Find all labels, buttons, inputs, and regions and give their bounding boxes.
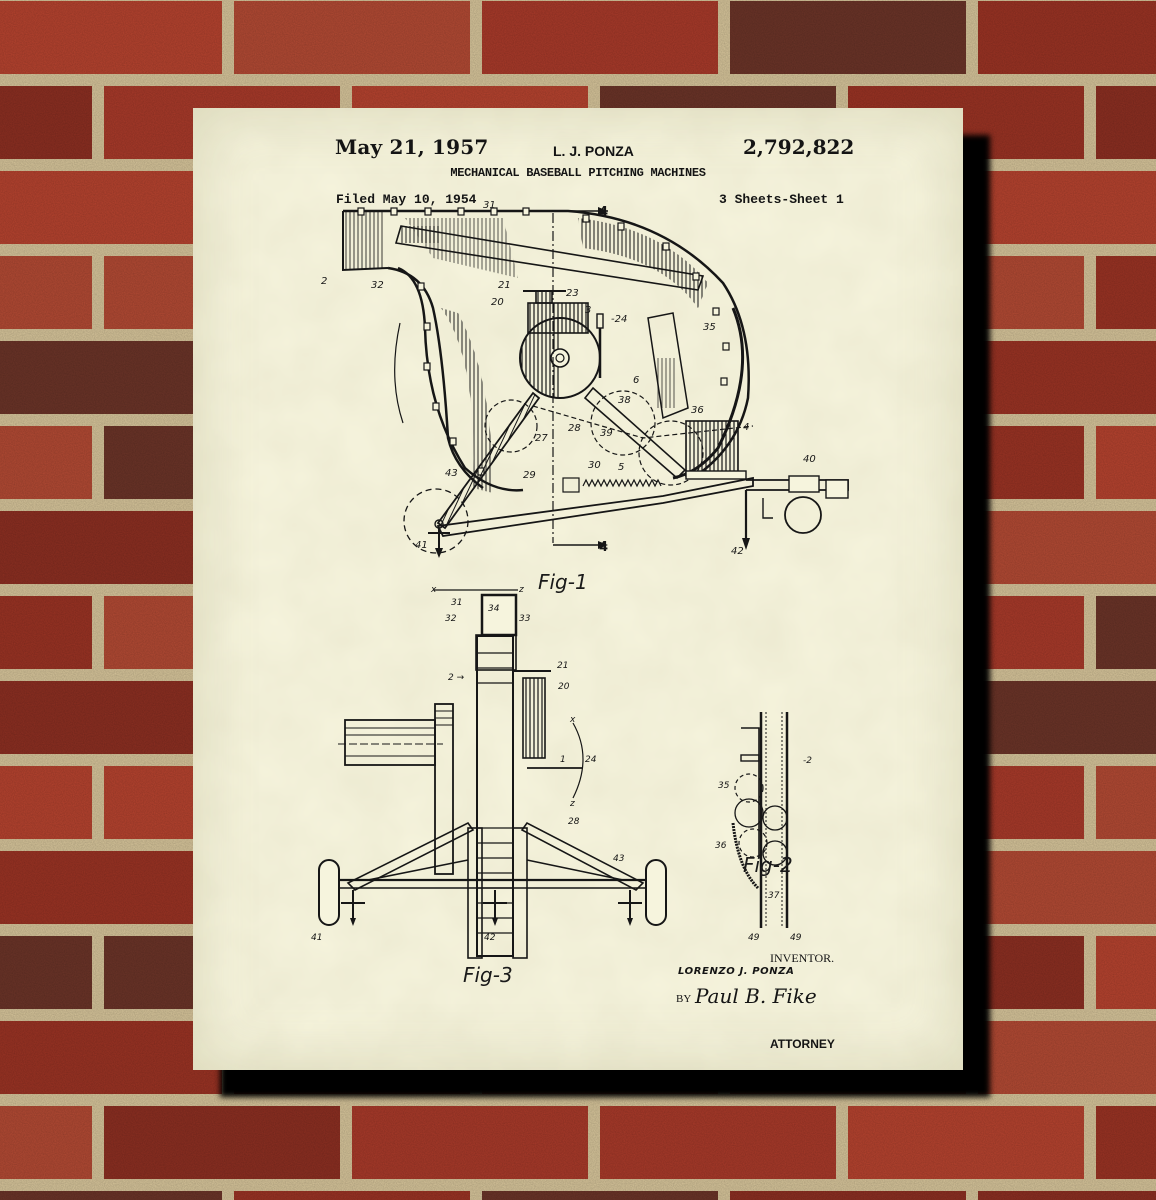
svg-text:-2: -2: [803, 756, 812, 766]
fig-2-label: Fig-2: [743, 853, 793, 877]
svg-text:41: 41: [415, 540, 428, 551]
svg-text:32: 32: [371, 280, 384, 291]
svg-text:z: z: [518, 585, 524, 595]
fig-3-label: Fig-3: [463, 963, 513, 987]
svg-text:49: 49: [748, 933, 760, 943]
svg-text:31: 31: [483, 200, 496, 211]
svg-text:31: 31: [451, 598, 462, 608]
svg-text:43: 43: [445, 468, 458, 479]
patent-title: MECHANICAL BASEBALL PITCHING MACHINES: [450, 166, 706, 180]
attorney-label: ATTORNEY: [770, 1037, 835, 1051]
svg-text:3: 3: [585, 305, 591, 316]
svg-text:4: 4: [599, 540, 608, 555]
svg-text:5: 5: [618, 462, 624, 473]
svg-text:42: 42: [484, 933, 496, 943]
svg-text:23: 23: [566, 288, 579, 299]
svg-text:30: 30: [588, 460, 601, 471]
svg-text:36: 36: [691, 405, 704, 416]
figure-3-front-view: x z 31 32 34 33 21 20 2 → 1 24 x z 28 43 41 42: [311, 585, 667, 959]
svg-text:36: 36: [715, 841, 727, 851]
inventor-label: INVENTOR.: [770, 951, 835, 965]
svg-text:41: 41: [311, 933, 322, 943]
svg-text:29: 29: [523, 470, 536, 481]
svg-text:20: 20: [558, 682, 570, 692]
inventor-name: LORENZO J. PONZA: [678, 966, 795, 977]
svg-text:21: 21: [557, 661, 568, 671]
figure-1-side-view: 31 4 2 32 21 20 23 3 -24 35 6 38 39 36 2…: [321, 200, 849, 558]
svg-text:43: 43: [613, 854, 625, 864]
sheet-count: 3 Sheets-Sheet 1: [719, 192, 844, 207]
svg-text:28: 28: [568, 423, 581, 434]
svg-text:38: 38: [618, 395, 631, 406]
svg-text:20: 20: [491, 297, 504, 308]
svg-text:33: 33: [519, 614, 531, 624]
svg-text:32: 32: [445, 614, 457, 624]
svg-text:35: 35: [703, 322, 716, 333]
svg-text:35: 35: [718, 781, 730, 791]
svg-text:x: x: [430, 585, 437, 595]
patent-number: 2,792,822: [743, 135, 855, 159]
svg-text:37: 37: [768, 891, 780, 901]
inventor-header: L. J. PONZA: [553, 143, 634, 159]
svg-text:-24: -24: [611, 314, 627, 325]
svg-text:49: 49: [790, 933, 802, 943]
svg-text:40: 40: [803, 454, 816, 465]
svg-text:2: 2: [321, 276, 327, 287]
svg-text:21: 21: [498, 280, 511, 291]
attorney-signature: Paul B. Fike: [695, 984, 817, 1008]
patent-drawings: 31 4 2 32 21 20 23 3 -24 35 6 38 39 36 2…: [311, 200, 849, 959]
figure-2-section-view: -2 35 36 37 49 49: [715, 712, 812, 943]
svg-text:4: 4: [599, 205, 608, 220]
svg-text:24: 24: [585, 755, 597, 765]
patent-date: May 21, 1957: [335, 135, 489, 159]
svg-text:6: 6: [633, 375, 639, 386]
svg-text:z: z: [569, 799, 575, 809]
fig-1-label: Fig-1: [538, 570, 588, 594]
svg-text:34: 34: [488, 604, 500, 614]
svg-text:39: 39: [600, 428, 613, 439]
svg-text:42: 42: [731, 546, 744, 557]
svg-text:4: 4: [743, 422, 749, 433]
svg-text:28: 28: [568, 817, 580, 827]
svg-text:x: x: [569, 715, 576, 725]
patent-poster: May 21, 1957 L. J. PONZA 2,792,822 MECHA…: [193, 108, 963, 1070]
svg-text:2 →: 2 →: [448, 673, 465, 683]
svg-text:27: 27: [535, 433, 548, 444]
filed-date: Filed May 10, 1954: [336, 192, 477, 207]
svg-text:1: 1: [560, 755, 566, 765]
by-label: BY: [676, 993, 692, 1005]
